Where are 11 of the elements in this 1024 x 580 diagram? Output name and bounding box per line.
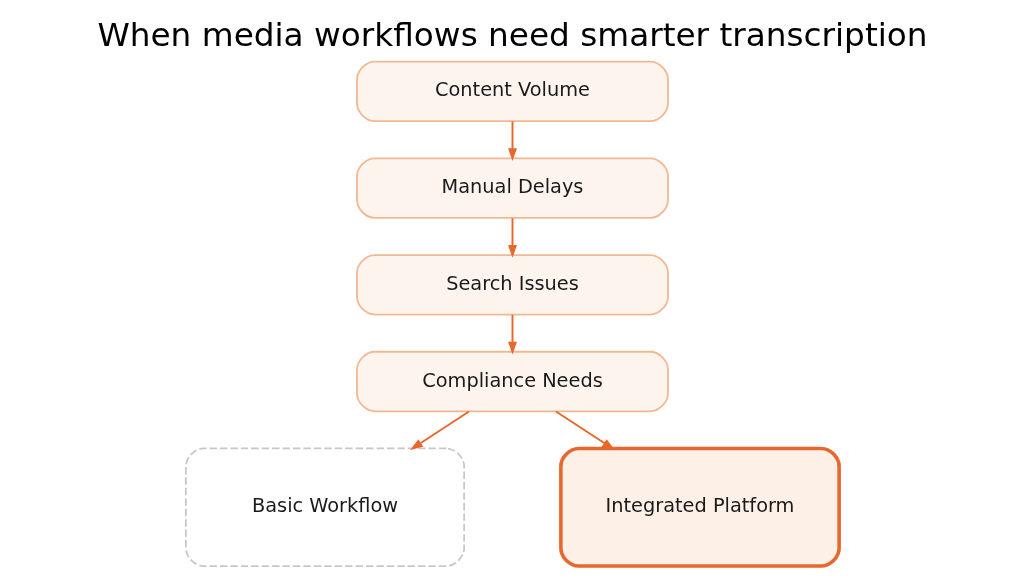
node-box: Content Volume	[355, 60, 669, 122]
node-box: Compliance Needs	[355, 350, 669, 413]
diagram-title: When media workflows need smarter transcription	[96, 16, 928, 55]
node-box: Search Issues	[355, 254, 669, 316]
arrow	[507, 313, 517, 355]
node-box: Manual Delays	[355, 157, 669, 219]
arrow	[409, 410, 470, 451]
node-box: Integrated Platform	[558, 446, 841, 568]
arrow	[507, 120, 517, 162]
node-box: Basic Workflow	[184, 447, 465, 567]
arrow	[507, 217, 517, 258]
